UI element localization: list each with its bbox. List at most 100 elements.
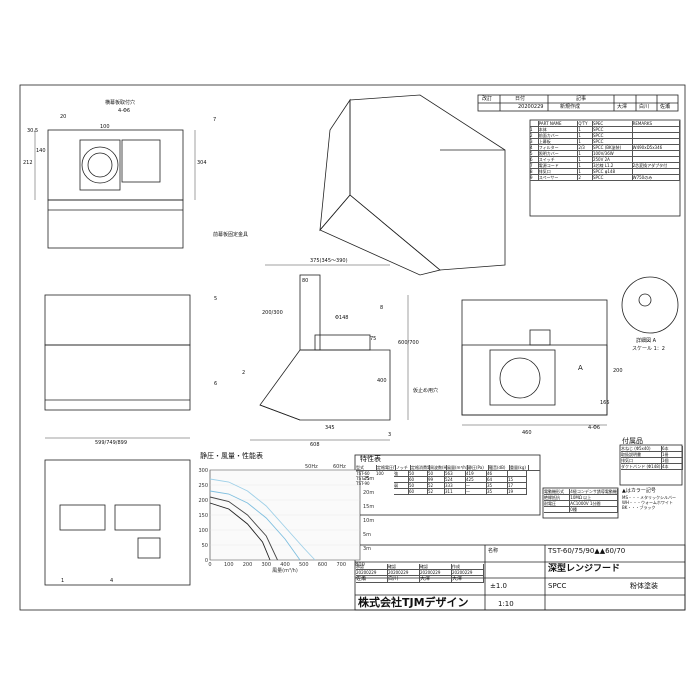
- dim-304: 304: [197, 160, 207, 166]
- spec-table-body: 型式定格電圧(V)ノッチ定格消費電力(W)周波数(Hz)風量(m³/h)静圧(P…: [356, 465, 540, 495]
- dim-400: 400: [377, 378, 387, 384]
- spec-title: 特性表: [360, 455, 381, 463]
- parts-row-cell: 2: [530, 133, 539, 138]
- electrical-table: [542, 487, 619, 519]
- approval-date-cell: 20200229: [452, 570, 484, 575]
- y-tick-label: 200: [198, 498, 208, 504]
- spec-row-cell: [508, 471, 527, 476]
- parts-row-cell: 上幕板: [539, 139, 579, 144]
- electrical-row-cell: 電動機形式: [544, 489, 571, 494]
- accessory-row-cell: 4本: [662, 464, 683, 469]
- spec-row-cell: 52: [428, 483, 445, 488]
- name-label: 名称: [488, 548, 499, 554]
- approval-date-cell: 20200229: [356, 570, 388, 575]
- notes-title: ▲はカラー記号: [622, 488, 656, 494]
- approval-header-cell: 確認: [388, 564, 420, 569]
- parts-header-cell: SPEC: [593, 121, 633, 126]
- dim-600-700: 600/700: [398, 340, 419, 346]
- width-dim: 599/749/899: [95, 440, 127, 446]
- spec-row-cell: 46: [487, 471, 508, 476]
- parts-row-cell: W750のみ: [633, 175, 681, 180]
- rev-h2: 記事: [576, 96, 587, 102]
- spec-row-cell: 50: [409, 471, 428, 476]
- x-tick-label: 0: [208, 562, 211, 568]
- dim-460: 460: [522, 430, 532, 436]
- approval-header: 承認確認確認作成: [356, 564, 484, 570]
- company-name: 株式会社TJMデザイン: [358, 596, 469, 609]
- detail-a: [621, 276, 679, 334]
- parts-row-cell: [633, 169, 681, 174]
- spec-row-cell: 311: [445, 489, 466, 494]
- dim-30-5: 30.5: [27, 128, 39, 134]
- parts-row-cell: SPCC φ148: [593, 169, 633, 174]
- spec-row-cell: 52: [428, 489, 445, 494]
- finish: 粉体塗装: [630, 582, 658, 590]
- accessory-row-cell: 1個: [662, 458, 683, 463]
- electrical-row-cell: [544, 507, 571, 512]
- dim-100: 100: [100, 124, 110, 130]
- parts-row-cell: SPCC (BK塗装): [593, 145, 633, 150]
- spec-header-cell: 定格消費電力(W): [411, 465, 430, 470]
- dim-140: 140: [36, 148, 46, 154]
- y-tick-label: 0: [205, 558, 208, 564]
- product-name: 深型レンジフード: [548, 564, 621, 574]
- parts-row-cell: 250V 2A: [593, 157, 633, 162]
- parts-row-cell: 1: [578, 151, 593, 156]
- spec-header-cell: 静圧(Pa): [468, 465, 489, 470]
- parts-row-cell: フィルター: [539, 145, 579, 150]
- spec-row-cell: [394, 489, 409, 494]
- spec-row-cell: 強: [394, 471, 409, 476]
- spec-row-cell: 563: [445, 471, 466, 476]
- rev-by3: 佐瀬: [660, 104, 671, 110]
- color-note: MS・・・メタリックシルバー: [622, 495, 676, 500]
- parts-row-cell: [633, 151, 681, 156]
- spec-header-cell: 型式: [356, 465, 377, 470]
- parts-row-cell: SPCC: [593, 127, 633, 132]
- y-tick-label: 300: [198, 468, 208, 474]
- legend-label: 50Hz: [305, 464, 318, 470]
- x-tick-label: 600: [318, 562, 328, 568]
- material: SPCC: [548, 582, 567, 590]
- spec-row-cell: 50: [428, 471, 445, 476]
- parts-row-cell: 1: [578, 127, 593, 132]
- parts-row-cell: 3芯線 L1.2: [593, 163, 633, 168]
- parts-row-cell: 3: [530, 139, 539, 144]
- dim-80: 80: [302, 278, 309, 284]
- dim-608: 608: [310, 442, 320, 448]
- parts-header-cell: [530, 121, 539, 126]
- detail-label: 詳細図 A: [636, 338, 657, 344]
- parts-row-cell: 本体: [539, 127, 579, 132]
- parts-row-cell: 前面カバー: [539, 133, 579, 138]
- approver-cell: 大澤: [452, 576, 484, 582]
- approval-header-cell: 承認: [356, 564, 388, 569]
- accessory-row-cell: 取扱説明書: [621, 452, 662, 457]
- parts-row-cell: 2/3: [578, 145, 593, 150]
- spec-row-cell: 419: [466, 471, 487, 476]
- dim-200-300: 200/300: [262, 310, 283, 316]
- tolerance: ±1.0: [490, 582, 507, 590]
- approval-date-cell: 20200229: [388, 570, 420, 575]
- y-tick-label: 50: [202, 543, 208, 549]
- parts-row-cell: 1: [578, 169, 593, 174]
- callout-8: 8: [380, 305, 384, 311]
- rev-h1: 日付: [515, 96, 526, 102]
- approval-header-cell: 確認: [420, 564, 452, 569]
- parts-row-cell: 5: [530, 151, 539, 156]
- scale: 1:10: [498, 600, 514, 608]
- parts-row-cell: SPCC: [593, 133, 633, 138]
- accessory-row-cell: 1冊: [662, 452, 683, 457]
- y-tick-label: 100: [198, 528, 208, 534]
